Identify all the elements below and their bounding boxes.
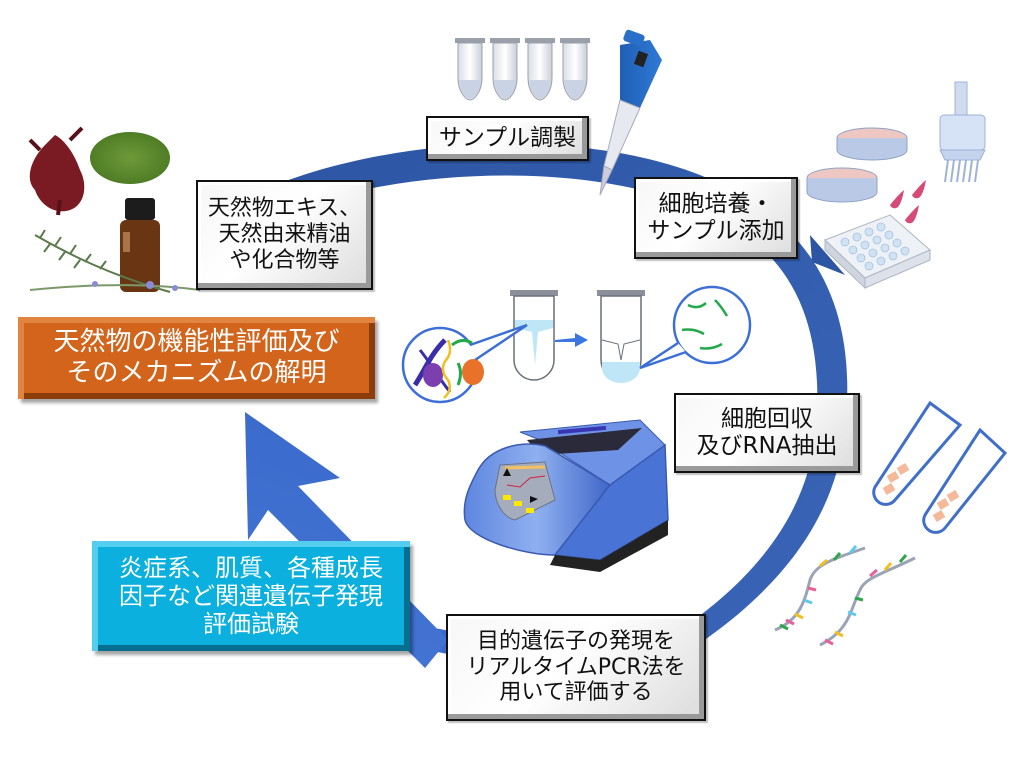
petri-dish-icon	[806, 167, 878, 203]
well-plate-icon	[824, 214, 931, 290]
rna-tube-icon	[597, 290, 645, 383]
essential-oil-bottle-icon	[120, 198, 160, 292]
pipette-icon	[599, 29, 662, 196]
dna-strands-illustration	[774, 545, 916, 647]
cell-pellet-tubes-illustration	[872, 400, 1008, 534]
arrow-right-icon	[555, 333, 588, 347]
step-rna-extraction-box: 細胞回収 及びRNA抽出	[674, 393, 860, 473]
rosemary-sprig-icon	[29, 229, 201, 293]
step-sample-prep-box: サンプル調製	[426, 116, 589, 161]
rna-extraction-illustration	[401, 285, 752, 404]
rna-callout	[639, 285, 752, 370]
cell-contents-callout	[401, 323, 528, 404]
sample-droplets-icon	[890, 180, 926, 224]
title-box: 天然物の機能性評価及び そのメカニズムの解明	[18, 317, 375, 399]
multichannel-pipette-icon	[939, 81, 986, 183]
microtubes-illustration	[455, 37, 591, 101]
result-evaluation-box: 炎症系、肌質、各種成長 因子など関連遺伝子発現 評価試験	[92, 541, 410, 651]
roselle-flower-icon	[28, 126, 85, 216]
green-powder-icon	[90, 132, 170, 184]
pcr-display-screen	[494, 461, 556, 521]
cell-culture-illustration	[806, 81, 986, 290]
step-realtime-pcr-box: 目的遺伝子の発現を リアルタイムPCR法を 用いて評価する	[446, 614, 706, 721]
pcr-machine-icon	[463, 419, 669, 572]
natural-materials-illustration	[28, 126, 201, 293]
step-cell-culture-box: 細胞培養・ サンプル添加	[634, 177, 798, 259]
lysate-tube-icon	[510, 290, 558, 381]
materials-label-box: 天然物エキス、 天然由来精油 や化合物等	[196, 180, 373, 290]
petri-dish-icon	[836, 127, 908, 161]
